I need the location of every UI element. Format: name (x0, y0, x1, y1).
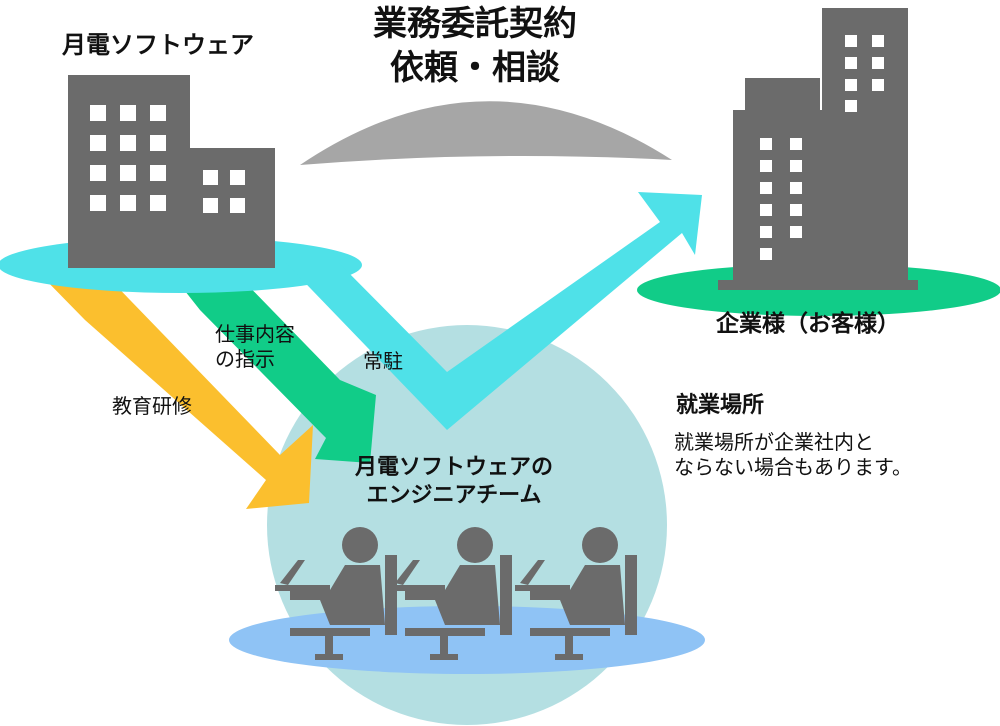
contract-title: 業務委託契約 依頼・相談 (345, 2, 605, 90)
gettsuden-name: 月電ソフトウェア (62, 31, 254, 59)
workplace-title: 就業場所 (676, 393, 765, 418)
instruction-arrow (170, 272, 376, 463)
client-windows (760, 35, 884, 260)
workplace-note-line1: 就業場所が企業社内と (674, 430, 874, 454)
gettsuden-windows (90, 105, 245, 213)
instruction-line2: の指示 (215, 347, 275, 371)
instruction-label: 仕事内容 の指示 (215, 322, 295, 372)
contract-line2: 依頼・相談 (390, 48, 560, 89)
workplace-note: 就業場所が企業社内と ならない場合もあります。 (674, 430, 912, 480)
client-name: 企業様（お客様） (716, 311, 900, 337)
workplace-note-line2: ならない場合もあります。 (674, 455, 912, 479)
engineer-icon (515, 527, 637, 660)
client-building-icon (718, 8, 918, 290)
team-line2: エンジニアチーム (366, 482, 542, 508)
contract-dome (300, 101, 672, 165)
team-line1: 月電ソフトウェアの (355, 455, 554, 480)
instruction-line1: 仕事内容 (215, 322, 295, 346)
training-arrow (38, 272, 313, 509)
training-label: 教育研修 (112, 394, 192, 418)
contract-line1: 業務委託契約 (373, 4, 577, 44)
team-label: 月電ソフトウェアの エンジニアチーム (355, 454, 553, 509)
resident-label: 常駐 (363, 349, 403, 373)
engineer-icon (390, 527, 512, 660)
resident-arrow (285, 192, 702, 430)
engineer-icon (275, 527, 397, 660)
